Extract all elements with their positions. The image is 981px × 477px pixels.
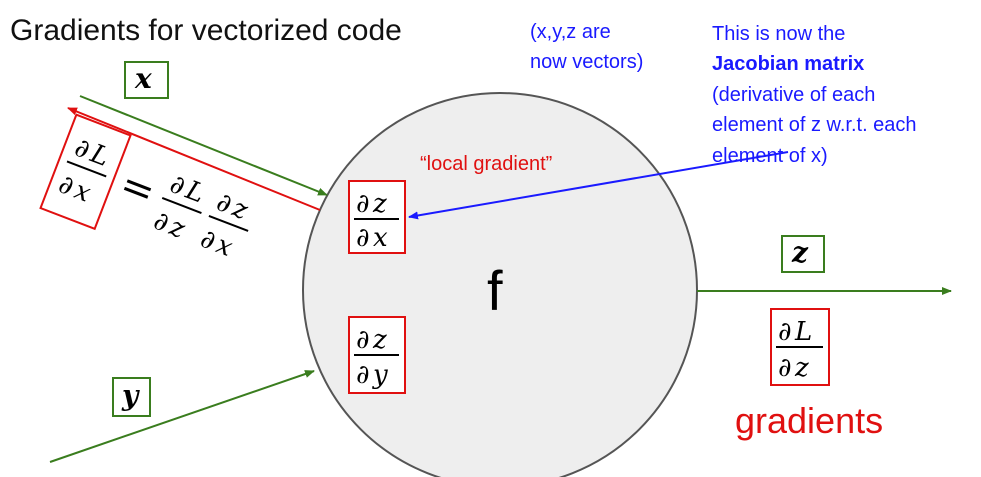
gradients-label: gradients <box>735 400 883 441</box>
y-label: y <box>121 379 140 412</box>
jacobian-note-line2: Jacobian matrix <box>712 53 864 75</box>
svg-text:∂: ∂ <box>356 325 369 355</box>
local-gradient-label: “local gradient” <box>420 153 552 175</box>
svg-text:z: z <box>794 353 809 383</box>
jacobian-note-line1: This is now the <box>712 23 845 45</box>
svg-text:y: y <box>372 360 388 390</box>
svg-text:z: z <box>372 325 387 355</box>
dl-dz-upstream-fraction: ∂ L ∂ z <box>776 317 823 383</box>
x-gradient-arrow <box>67 107 321 211</box>
dz-dx-fraction: ∂ z ∂ x <box>196 187 252 263</box>
jacobian-note-line3: (derivative of each <box>712 84 875 106</box>
chain-rule-equation: ∂ L ∂ x = ∂ L ∂ z ∂ z ∂ x <box>39 113 252 263</box>
vectors-note-line2: now vectors) <box>530 51 643 73</box>
dz-dx-local-fraction: ∂ z ∂ x <box>354 189 399 253</box>
x-label-box <box>124 61 169 99</box>
y-label-box <box>112 377 151 417</box>
dz-dx-box <box>348 180 406 254</box>
dz-dy-local-fraction: ∂ z ∂ y <box>354 325 399 390</box>
svg-text:∂: ∂ <box>356 360 369 390</box>
x-label: x <box>134 62 152 95</box>
z-label-box <box>781 235 825 273</box>
svg-text:∂: ∂ <box>356 223 369 253</box>
svg-text:L: L <box>794 317 812 347</box>
svg-text:∂: ∂ <box>778 317 791 347</box>
x-input-arrow <box>79 95 328 196</box>
page-title: Gradients for vectorized code <box>10 14 402 47</box>
jacobian-note-line4: element of z w.r.t. each <box>712 114 917 136</box>
svg-text:∂: ∂ <box>356 189 369 219</box>
node-f-label: f <box>487 259 503 322</box>
z-label: z <box>791 236 809 269</box>
svg-text:∂: ∂ <box>778 353 791 383</box>
y-input-arrow <box>49 370 315 463</box>
vectors-note-line1: (x,y,z are <box>530 21 611 43</box>
svg-text:x: x <box>373 223 388 253</box>
svg-text:z: z <box>372 189 387 219</box>
jacobian-pointer-arrow <box>408 151 789 220</box>
dl-dx-box <box>39 113 132 231</box>
equals-sign: = <box>114 161 162 216</box>
